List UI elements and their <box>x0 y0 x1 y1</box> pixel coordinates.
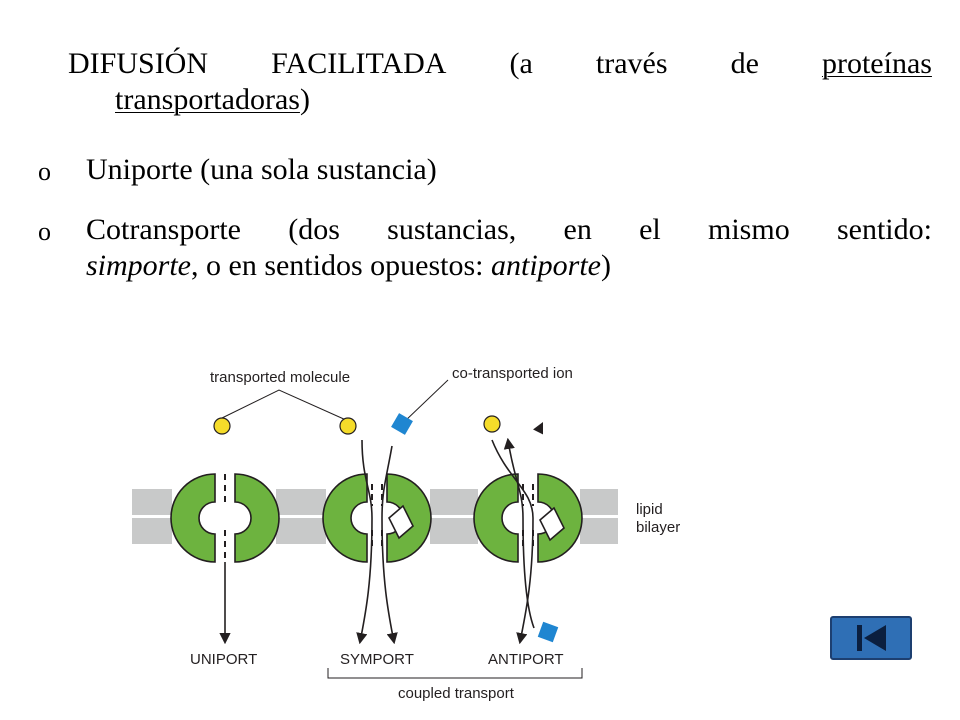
lipid-bilayer <box>132 489 618 544</box>
bullet-mid-text: , o en sentidos opuestos: <box>191 249 491 282</box>
transported-molecule <box>483 415 501 433</box>
bullet-marker: o <box>38 157 51 186</box>
transported-molecule <box>339 417 357 435</box>
label-bilayer: bilayer <box>636 519 680 536</box>
flow-arrows <box>219 421 544 645</box>
co-transported-ion <box>391 413 413 435</box>
bullet-word: (dos <box>288 213 340 246</box>
bilayer-block <box>132 489 172 515</box>
title-word: DIFUSIÓN <box>68 47 209 80</box>
title-line-1: DIFUSIÓN FACILITADA (a través de proteín… <box>68 46 932 82</box>
bullet-word: sentido: <box>836 213 932 246</box>
bilayer-block <box>430 489 478 515</box>
label-symport: SYMPORT <box>340 651 414 668</box>
transport-diagram: transported molecule co-transported ion … <box>132 365 680 702</box>
bilayer-block <box>580 489 618 515</box>
label-coupled-transport: coupled transport <box>398 685 515 702</box>
title-word: través <box>595 47 668 80</box>
symport-protein <box>322 473 432 563</box>
bullet-paren: ) <box>601 249 611 282</box>
bullet-line-1: Cotransporte (dos sustancias, en el mism… <box>86 212 932 248</box>
label-uniport: UNIPORT <box>190 651 257 668</box>
bilayer-block <box>132 518 172 544</box>
bullet-word: en <box>563 213 592 246</box>
title-word: FACILITADA <box>271 47 447 80</box>
symport-ion-arrow <box>381 445 398 645</box>
title-word: (a <box>509 47 533 80</box>
bullet-word: el <box>639 213 661 246</box>
transported-molecule <box>213 417 231 435</box>
bullet-word: sustancias, <box>387 213 517 246</box>
slide-title: DIFUSIÓN FACILITADA (a través de proteín… <box>68 46 932 118</box>
title-word-underlined: transportadoras <box>115 83 300 116</box>
title-paren: ) <box>299 83 310 116</box>
co-transported-ion <box>537 621 559 643</box>
label-transported-molecule: transported molecule <box>210 369 350 386</box>
symport-molecule-arrow <box>356 439 373 645</box>
bullet-word: mismo <box>708 213 790 246</box>
antiport-protein <box>473 473 583 563</box>
term-antiporte: antiporte <box>491 249 601 282</box>
bullet-line-2: simporte, o en sentidos opuestos: antipo… <box>86 248 932 284</box>
title-word-underlined: proteínas <box>821 47 932 80</box>
channel-marks <box>224 474 534 562</box>
label-leaders <box>221 379 449 423</box>
antiport-ion-arrow <box>503 437 535 629</box>
skip-to-start-icon <box>830 616 912 660</box>
bilayer-block <box>430 518 478 544</box>
antiport-molecule-arrow <box>491 439 534 645</box>
bilayer-block <box>580 518 618 544</box>
coupled-transport-bracket <box>327 668 583 679</box>
title-line-2: transportadoras) <box>68 82 932 118</box>
bullet-text: Cotransporte (dos sustancias, en el mism… <box>86 212 932 284</box>
antiport-up-arrow <box>532 421 544 435</box>
bullet-word: Cotransporte <box>86 213 241 246</box>
skip-to-start-button[interactable] <box>830 616 912 660</box>
title-word: de <box>730 47 759 80</box>
label-co-transported-ion: co-transported ion <box>452 365 573 382</box>
bilayer-block <box>276 518 326 544</box>
label-lipid: lipid <box>636 501 663 518</box>
label-antiport: ANTIPORT <box>488 651 564 668</box>
bullet-text: Uniporte (una sola sustancia) <box>86 153 437 186</box>
term-simporte: simporte <box>86 249 191 282</box>
bullet-marker: o <box>38 217 51 246</box>
bilayer-block <box>276 489 326 515</box>
